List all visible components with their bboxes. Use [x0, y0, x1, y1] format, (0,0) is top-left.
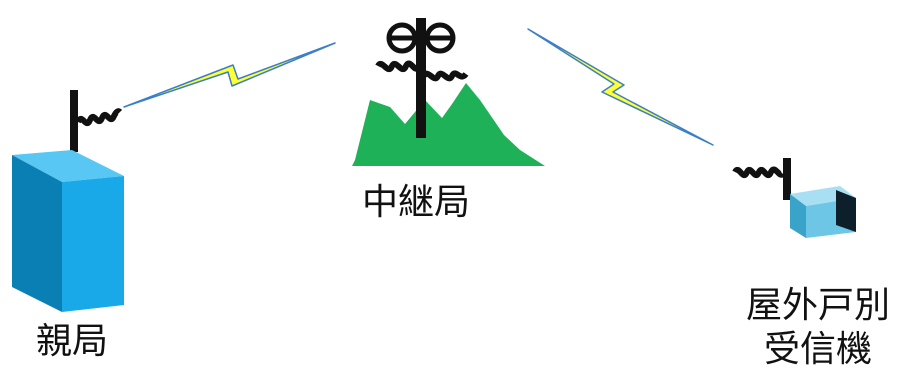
outdoor-receiver-label-line1: 屋外戸別	[745, 285, 890, 326]
outdoor-receiver	[732, 158, 856, 238]
mountain-icon	[352, 83, 545, 166]
radio-link-relay-to-receiver	[527, 28, 714, 146]
receiver-antenna-icon	[732, 158, 791, 200]
relay-station	[352, 18, 545, 166]
lightning-bolt-right-icon	[527, 28, 714, 146]
relay-station-label: 中継局	[362, 182, 471, 223]
outdoor-receiver-label-line2: 受信機	[763, 329, 872, 370]
parent-station-building	[12, 150, 124, 312]
relay-antenna-icon	[375, 18, 469, 138]
parent-station-label: 親局	[36, 321, 109, 362]
receiver-box	[790, 186, 856, 238]
parent-station	[12, 90, 124, 312]
lightning-bolt-left-icon	[123, 42, 336, 108]
parent-antenna-icon	[70, 90, 123, 152]
outdoor-receiver-label: 屋外戸別 受信機	[738, 284, 898, 372]
radio-link-parent-to-relay	[123, 42, 336, 108]
